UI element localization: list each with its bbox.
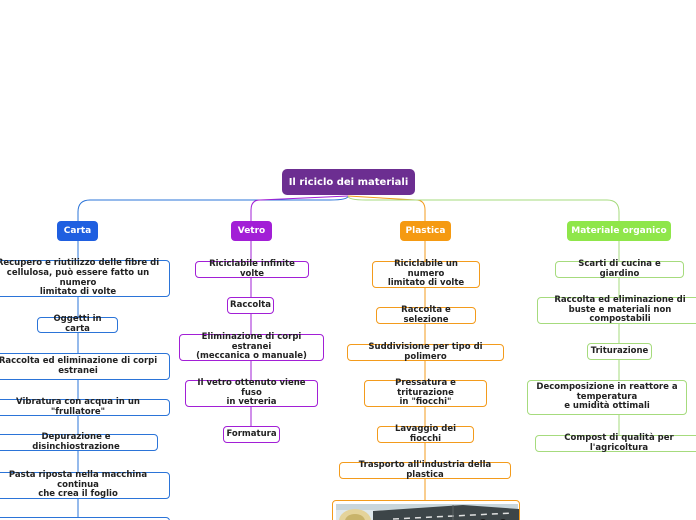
plastica-node[interactable]: Lavaggio dei fiocchi [377, 424, 474, 443]
vetro-node[interactable]: Riciclabile infinite volte [195, 259, 309, 278]
carta-node[interactable]: Pasta riposta nella macchina continua ch… [0, 470, 170, 499]
carta-node-partial[interactable] [0, 517, 170, 520]
link-root-organico [347, 195, 620, 221]
branch-plastica-label: Plastica [405, 226, 446, 236]
link-root-carta [77, 195, 349, 221]
branch-vetro-label: Vetro [237, 226, 266, 236]
plastica-node[interactable]: Suddivisione per tipo di polimero [347, 342, 504, 361]
branch-organico-label: Materiale organico [571, 226, 667, 236]
branch-carta[interactable]: Carta [57, 221, 98, 241]
plastica-image [332, 500, 520, 520]
plastica-node[interactable]: Riciclabile un numero limitato di volte [372, 259, 480, 288]
plastica-node[interactable]: Trasporto all'industria della plastica [339, 460, 511, 479]
carta-node[interactable]: Vibratura con acqua in un "frullatore" [0, 397, 170, 416]
organico-node[interactable]: Triturazione [587, 343, 652, 360]
root-title: Il riciclo dei materiali [288, 176, 409, 188]
organico-node[interactable]: Scarti di cucina e giardino [555, 259, 684, 278]
organico-node[interactable]: Compost di qualità per l'agricoltura [535, 433, 696, 452]
carta-node[interactable]: Recupero e riutilizzo delle fibre di cel… [0, 258, 170, 297]
branch-plastica[interactable]: Plastica [400, 221, 451, 241]
link-root-vetro [250, 195, 349, 221]
plastic-recycling-picture [336, 504, 519, 520]
plastica-node[interactable]: Raccolta e selezione [376, 305, 476, 324]
carta-node[interactable]: Raccolta ed eliminazione di corpi estran… [0, 353, 170, 380]
carta-node[interactable]: Oggetti in carta [37, 314, 118, 334]
vetro-node[interactable]: Il vetro ottenuto viene fuso in vetreria [185, 378, 318, 407]
organico-node[interactable]: Decomposizione in reattore a temperatura… [527, 380, 687, 415]
vetro-node[interactable]: Formatura [223, 426, 280, 443]
organico-node[interactable]: Raccolta ed eliminazione di buste e mate… [537, 295, 696, 324]
root-node[interactable]: Il riciclo dei materiali [282, 169, 415, 195]
carta-node[interactable]: Depurazione e disinchiostrazione [0, 432, 158, 451]
branch-vetro[interactable]: Vetro [231, 221, 272, 241]
vetro-node[interactable]: Raccolta [227, 297, 274, 314]
vetro-node[interactable]: Eliminazione di corpi estranei (meccanic… [179, 332, 324, 361]
branch-carta-label: Carta [63, 226, 92, 236]
branch-organico[interactable]: Materiale organico [567, 221, 671, 241]
plastica-node[interactable]: Pressatura e triturazione in "fiocchi" [364, 378, 487, 407]
